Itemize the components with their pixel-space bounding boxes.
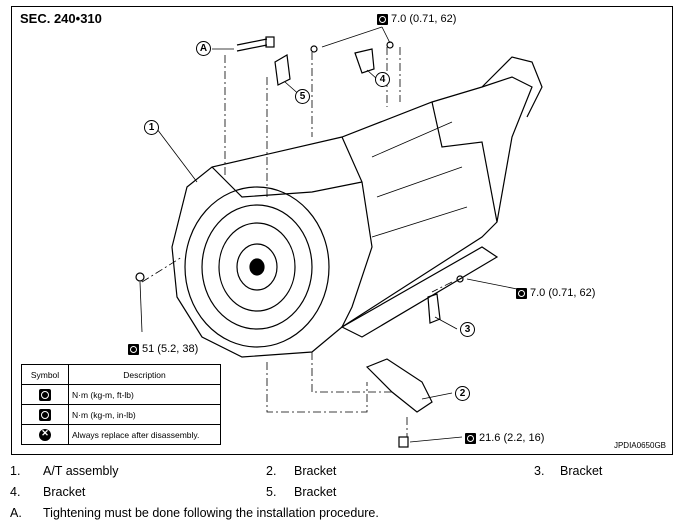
bracket-4-shape bbox=[354, 48, 375, 74]
bracket-5-shape bbox=[274, 54, 291, 86]
case-seam bbox=[341, 136, 373, 328]
torque-in-lb-icon bbox=[516, 287, 527, 299]
replace-icon bbox=[39, 428, 51, 441]
legend-row: N·m (kg-m, in-lb) bbox=[21, 404, 221, 425]
torque-spec-top: 7.0 (0.71, 62) bbox=[377, 13, 456, 25]
callout-3: 3 bbox=[460, 322, 475, 337]
torque-ft-lb-icon bbox=[128, 343, 139, 355]
section-label: SEC. 240•310 bbox=[20, 11, 102, 26]
legend-row: N·m (kg-m, ft-lb) bbox=[21, 384, 221, 405]
bolt-a bbox=[236, 38, 268, 52]
converter-housing bbox=[184, 186, 330, 348]
callout-1: 1 bbox=[144, 120, 159, 135]
case-outline bbox=[171, 76, 533, 358]
transmission-illustration bbox=[135, 26, 543, 448]
bracket-3-shape bbox=[427, 293, 441, 324]
figure-id: JPDIA0650GB bbox=[613, 441, 666, 450]
callout-a: A bbox=[196, 41, 211, 56]
symbol-legend: Symbol Description N·m (kg-m, ft-lb) N·m… bbox=[21, 364, 221, 445]
torque-ft-lb-icon bbox=[465, 432, 476, 444]
torque-ft-lb-icon bbox=[39, 388, 51, 401]
torque-spec-left: 51 (5.2, 38) bbox=[128, 343, 198, 355]
torque-in-lb-icon bbox=[377, 13, 388, 25]
output-extension bbox=[481, 56, 543, 118]
callout-4: 4 bbox=[375, 72, 390, 87]
diagram-frame: SEC. 240•310 1 A 5 4 2 3 7.0 (0.71, 62) … bbox=[11, 6, 673, 455]
callout-2: 2 bbox=[455, 386, 470, 401]
oil-pan bbox=[340, 246, 499, 338]
torque-spec-right: 7.0 (0.71, 62) bbox=[516, 287, 595, 299]
legend-header-description: Description bbox=[68, 364, 221, 385]
legend-row: Always replace after disassembly. bbox=[21, 424, 221, 445]
callout-5: 5 bbox=[295, 89, 310, 104]
torque-spec-bottom: 21.6 (2.2, 16) bbox=[465, 432, 544, 444]
bracket-2-shape bbox=[365, 358, 433, 413]
torque-in-lb-icon bbox=[39, 408, 51, 421]
legend-header-symbol: Symbol bbox=[21, 364, 69, 385]
